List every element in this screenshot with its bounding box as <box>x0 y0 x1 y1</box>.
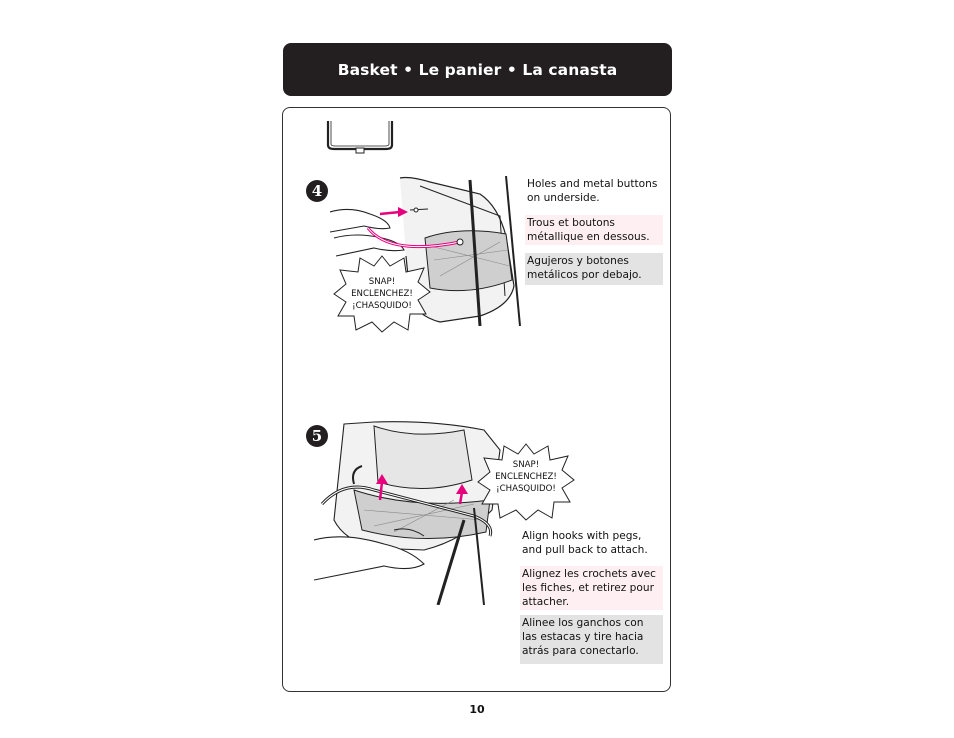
page-number: 10 <box>469 703 485 716</box>
step-4-snap-burst <box>333 255 431 333</box>
step-5-snap-text: SNAP! ENCLENCHEZ! ¡CHASQUIDO! <box>495 460 557 494</box>
step-4-snap-text: SNAP! ENCLENCHEZ! ¡CHASQUIDO! <box>351 277 413 311</box>
step-5-snap-burst <box>477 443 575 521</box>
step-5-number: 5 <box>306 425 328 447</box>
section-header: Basket • Le panier • La canasta <box>283 43 672 96</box>
step-4-text-french: Trous et boutons métallique en dessous. <box>525 215 663 245</box>
basket-frame-icon <box>326 121 394 154</box>
step-4-illustration <box>330 176 521 326</box>
section-title: Basket • Le panier • La canasta <box>337 60 618 79</box>
step-5-text-french: Alignez les crochets avec les fiches, et… <box>520 566 663 610</box>
step-5-text-english: Align hooks with pegs, and pull back to … <box>522 530 648 556</box>
step-4-number: 4 <box>306 180 328 202</box>
step-5-illustration <box>314 421 501 605</box>
step-4-text-spanish: Agujeros y botones metálicos por debajo. <box>525 253 663 285</box>
step-4-text-english: Holes and metal buttons on underside. <box>527 178 658 204</box>
step-5-text-spanish: Alinee los ganchos con las estacas y tir… <box>520 615 663 664</box>
